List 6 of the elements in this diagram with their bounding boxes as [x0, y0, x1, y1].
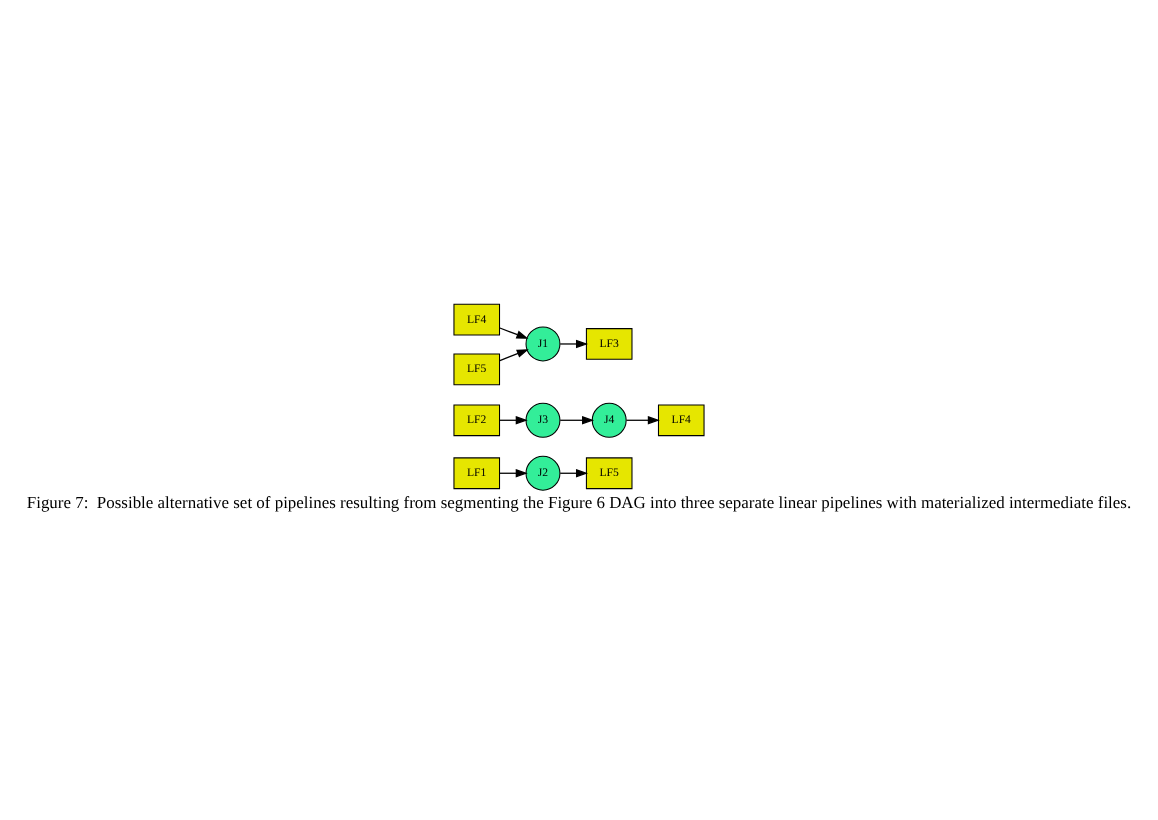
caption: Figure 7: Possible alternative set of pipelines resulting from segmenting the Figure 6 DAG into three separate linear pipelines with materialized intermediate files. — [26, 491, 1132, 512]
arrow — [559, 338, 589, 348]
arrow — [625, 415, 660, 424]
arrow — [559, 415, 595, 424]
arrow — [499, 326, 529, 338]
arrow — [499, 348, 529, 361]
